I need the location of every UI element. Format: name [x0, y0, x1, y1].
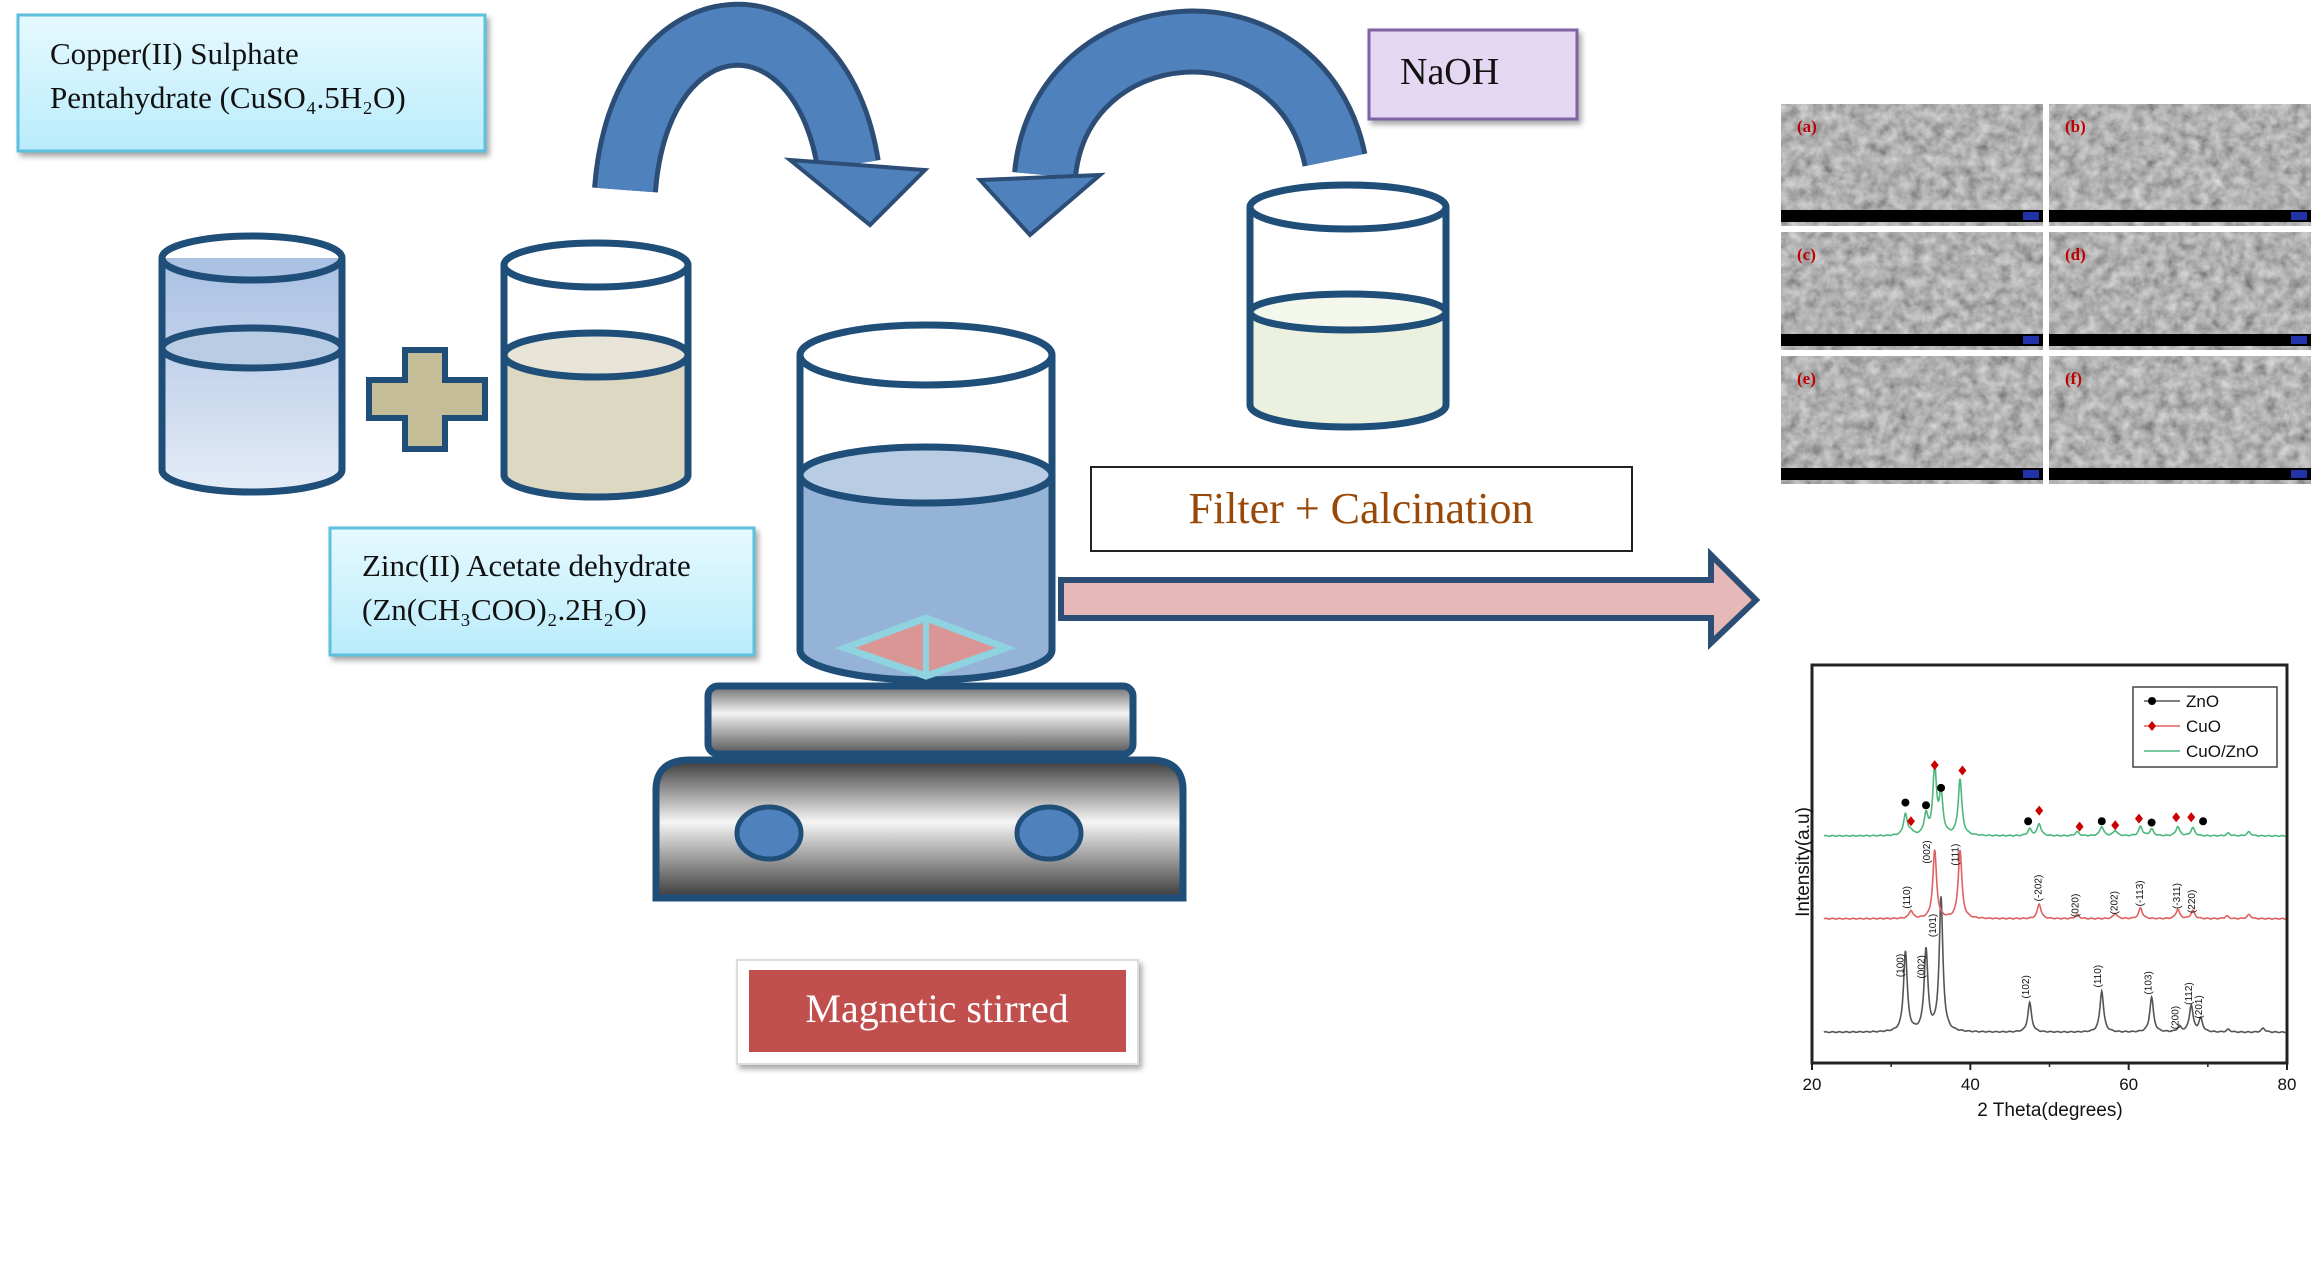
cuo-marker — [2035, 805, 2044, 816]
process-arrow-icon — [1058, 547, 1761, 651]
copper-sulphate-label-line1: Copper(II) Sulphate — [50, 36, 299, 71]
zinc-acetate-label-line2: (Zn(CH₃COO)₂.2H₂O) — [362, 592, 647, 627]
zno-marker — [1937, 783, 1946, 792]
curved-arrow-left-icon — [592, 2, 930, 228]
chart-legend: ZnO CuO CuO/ZnO — [2132, 686, 2278, 768]
sem-image-panel: (d) — [2049, 232, 2311, 350]
sem-panel-label: (a) — [1797, 117, 1817, 136]
reaction-beaker-icon — [796, 321, 1056, 684]
zinc-acetate-label-line1: Zinc(II) Acetate dehydrate — [362, 548, 691, 583]
legend-label: ZnO — [2186, 692, 2219, 711]
peak-label: (112) — [2184, 982, 2195, 1005]
cuo-marker — [2134, 813, 2143, 824]
zinc-acetate-label-box — [328, 526, 756, 657]
cuo-marker — [2172, 812, 2181, 823]
sem-image-panel: (f) — [2049, 356, 2311, 484]
peak-label: (102) — [2021, 975, 2032, 998]
peak-label: (100) — [1896, 954, 1907, 977]
naoh-label: NaOH — [1400, 51, 1499, 93]
y-axis-label: Intensity(a.u) — [1793, 807, 1814, 917]
peak-label: (202) — [2109, 891, 2120, 914]
cuo-marker — [1906, 816, 1915, 827]
zno-marker — [2097, 817, 2106, 826]
sem-image-panel: (e) — [1781, 356, 2043, 484]
cuo-marker — [2148, 721, 2156, 731]
cuo-marker — [1930, 760, 1939, 771]
x-axis-label: 2 Theta(degrees) — [1977, 1100, 2122, 1121]
x-tick-label: 60 — [2119, 1075, 2138, 1094]
xrd-chart: 20 40 60 80 (100) (002) (101) (102) (110) (103) (… — [1793, 663, 2297, 1121]
x-tick-label: 20 — [1803, 1075, 1822, 1094]
series-line-zno — [1823, 896, 2286, 1034]
copper-sulphate-label-box — [16, 13, 487, 153]
x-tick-label: 40 — [1961, 1075, 1980, 1094]
magnetic-stirred-label: Magnetic stirred — [805, 986, 1068, 1031]
sem-image-panel: (b) — [2049, 104, 2311, 226]
peak-label: (111) — [1950, 844, 1961, 866]
sem-panel-label: (c) — [1797, 245, 1816, 264]
cuo-marker — [1958, 765, 1967, 776]
stir-bar-icon — [834, 614, 1017, 680]
peak-label: (-202) — [2033, 875, 2044, 902]
peak-label: (110) — [1902, 886, 1913, 909]
peak-label: (101) — [1928, 914, 1939, 937]
peak-label: (201) — [2194, 995, 2205, 1018]
sem-panel-label: (e) — [1797, 369, 1816, 388]
sem-image-panel: (a) — [1781, 104, 2043, 226]
cuo-marker — [2075, 821, 2084, 832]
peak-label: (200) — [2170, 1006, 2181, 1029]
naoh-label-box — [1367, 28, 1579, 121]
curved-arrow-right-icon — [975, 8, 1368, 238]
zno-marker — [1901, 798, 1910, 807]
naoh-beaker-icon — [1246, 181, 1450, 431]
copper-sulphate-label-line2: Pentahydrate (CuSO₄.5H₂O) — [50, 80, 406, 115]
cuo-marker — [2111, 820, 2120, 831]
legend-label: CuO — [2186, 717, 2221, 736]
sem-image-panel: (c) — [1781, 232, 2043, 350]
zinc-acetate-beaker-icon — [500, 239, 692, 501]
filter-calcination-label-box — [1090, 466, 1633, 552]
peak-label: (020) — [2071, 894, 2082, 917]
plus-icon — [366, 347, 488, 452]
series-line-cuo-zno — [1823, 763, 2286, 838]
zno-marker — [2148, 697, 2156, 705]
peak-label: (103) — [2143, 971, 2154, 994]
sem-panel-label: (f) — [2065, 369, 2082, 388]
peak-label: (220) — [2187, 890, 2198, 913]
magnetic-stirrer-icon — [652, 682, 1187, 902]
magnetic-stirred-label-box — [736, 959, 1139, 1065]
zno-marker — [2147, 818, 2156, 827]
peak-label: (002) — [1916, 955, 1927, 978]
filter-calcination-label: Filter + Calcination — [1189, 484, 1534, 533]
sem-panel-label: (d) — [2065, 245, 2086, 264]
zno-marker — [2199, 817, 2208, 826]
copper-sulphate-beaker-icon — [158, 232, 346, 496]
series-line-cuo — [1823, 849, 2286, 920]
cuo-marker — [2187, 812, 2196, 823]
peak-label: (-113) — [2135, 880, 2146, 906]
sem-panel-label: (b) — [2065, 117, 2086, 136]
zno-marker — [1922, 801, 1930, 810]
peak-label: (002) — [1922, 840, 1933, 863]
legend-label: CuO/ZnO — [2186, 742, 2259, 761]
sem-image-grid: (a) (b) (c) (d) (e) (f) — [1781, 104, 2311, 484]
peak-label: (110) — [2093, 965, 2104, 988]
x-tick-label: 80 — [2278, 1075, 2297, 1094]
peak-label: (-311) — [2172, 883, 2183, 909]
zno-marker — [2024, 817, 2033, 826]
